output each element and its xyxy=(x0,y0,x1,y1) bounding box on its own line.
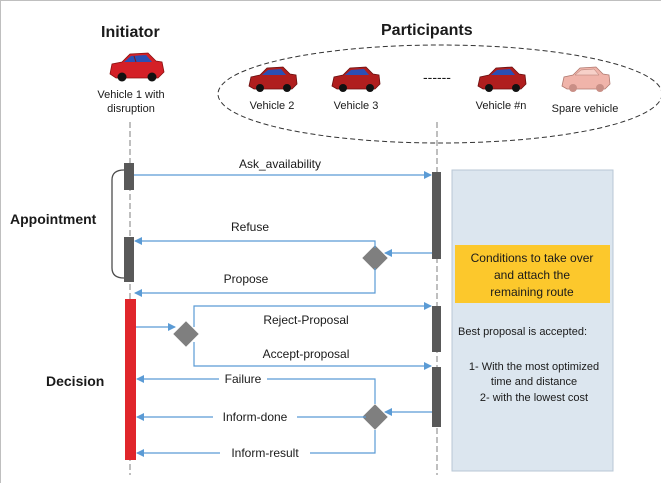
initiator-decision-bar xyxy=(125,299,136,460)
conditions-intro: Best proposal is accepted: xyxy=(458,326,587,338)
decision-diamond-appointment xyxy=(362,245,388,271)
initiator-vehicle-line2: disruption xyxy=(107,103,155,115)
conditions-item2: 2- with the lowest cost xyxy=(480,392,588,404)
initiator-activation-bar-1 xyxy=(124,163,134,190)
car-icon-vehicle-n xyxy=(477,66,527,92)
arrow-reject-proposal xyxy=(193,302,432,327)
message-ask-availability: Ask_availability xyxy=(239,157,321,171)
message-inform-result: Inform-result xyxy=(231,446,299,460)
message-reject-proposal: Reject-Proposal xyxy=(263,313,348,327)
car-icon-vehicle-3 xyxy=(331,66,381,92)
message-accept-proposal: Accept-proposal xyxy=(263,347,350,361)
car-icon-initiator xyxy=(109,52,165,82)
decision-diamond-initiator xyxy=(173,321,199,347)
initiator-activation-bar-2 xyxy=(124,237,134,282)
arrow-failure xyxy=(136,375,376,404)
arrow-refuse xyxy=(134,237,376,248)
vehicle-label-2: Vehicle 2 xyxy=(250,100,295,112)
conditions-title-line2: and attach the xyxy=(494,268,570,282)
phase-label-appointment: Appointment xyxy=(10,211,97,227)
label-bg-inform-result xyxy=(220,445,310,459)
participants-title: Participants xyxy=(381,22,473,39)
arrow-propose xyxy=(134,268,376,297)
conditions-item1-line1: 1- With the most optimized xyxy=(469,361,599,373)
participants-ellipsis: ------ xyxy=(423,69,451,85)
label-bg-inform-done xyxy=(213,409,297,423)
message-refuse: Refuse xyxy=(231,220,269,234)
message-inform-done: Inform-done xyxy=(223,410,288,424)
arrow-accept-proposal xyxy=(193,342,432,370)
participants-group-ellipse xyxy=(217,44,661,144)
conditions-panel xyxy=(451,169,614,472)
decision-diamond-participant xyxy=(362,404,388,430)
conditions-highlight-box xyxy=(455,245,610,303)
appointment-bracket xyxy=(111,169,125,279)
car-icon-spare-vehicle xyxy=(561,66,611,92)
message-failure: Failure xyxy=(225,372,262,386)
arrow-inform-result xyxy=(136,430,376,457)
phase-label-decision: Decision xyxy=(46,373,104,389)
conditions-title-line3: remaining route xyxy=(490,285,574,299)
participant-activation-bar-1 xyxy=(432,172,441,259)
initiator-title: Initiator xyxy=(101,24,160,41)
participant-activation-bar-3 xyxy=(432,367,441,427)
vehicle-label-3: Vehicle 3 xyxy=(334,100,379,112)
message-propose: Propose xyxy=(224,272,269,286)
vehicle-label-n: Vehicle #n xyxy=(476,100,527,112)
vehicle-label-spare: Spare vehicle xyxy=(552,103,619,115)
conditions-item1-line2: time and distance xyxy=(491,376,577,388)
conditions-title-line1: Conditions to take over xyxy=(471,251,594,265)
car-icon-vehicle-2 xyxy=(248,66,298,92)
label-bg-failure xyxy=(219,371,267,385)
participant-activation-bar-2 xyxy=(432,306,441,352)
initiator-vehicle-line1: Vehicle 1 with xyxy=(97,89,164,101)
